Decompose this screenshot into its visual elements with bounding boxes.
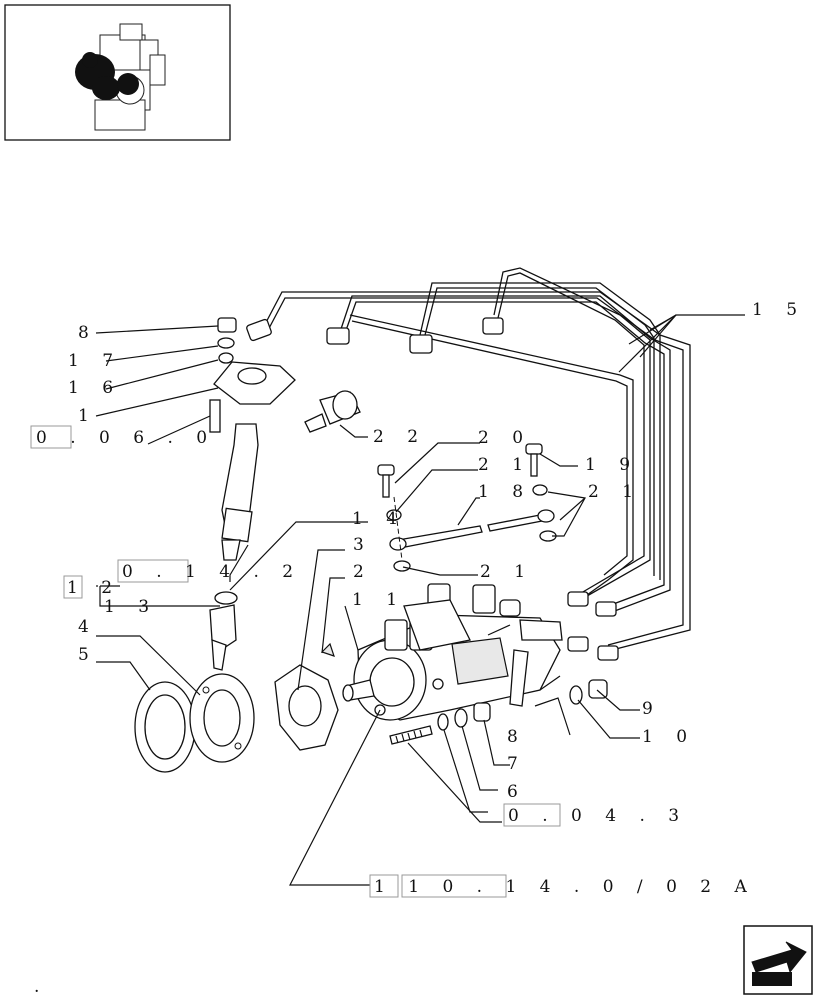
label-10: 1 0 [642, 727, 696, 747]
leader-lines [95, 314, 745, 886]
label-1: 1 [78, 406, 98, 426]
label-3: 3 [353, 535, 373, 555]
label-21-b: 2 1 [588, 482, 642, 502]
label-13: 1 3 [104, 597, 158, 617]
label-16: 1 6 [68, 378, 122, 398]
ref-0043: 0 . 0 4 . 3 [508, 806, 688, 826]
label-17: 1 7 [68, 351, 122, 371]
label-22: 2 2 [373, 427, 427, 447]
label-21-c: 2 1 [480, 562, 534, 582]
corner-dot: . [34, 977, 48, 997]
ref-box-014 [117, 559, 189, 583]
ref-box-11014-a [369, 874, 399, 898]
label-8-top: 8 [78, 323, 98, 343]
stud-and-nuts [389, 679, 608, 745]
ref-box-0043 [503, 803, 561, 827]
hidden-line-marks [534, 697, 571, 736]
ref-box-11014-b [401, 874, 507, 898]
ref-box-12 [63, 575, 83, 599]
pipe-fittings [246, 317, 619, 661]
label-4: 4 [78, 617, 98, 637]
label-15: 1 5 [752, 300, 806, 320]
solenoid-valve [304, 390, 361, 433]
label-21-a: 2 1 [478, 455, 532, 475]
pump-gasket [274, 642, 339, 751]
control-linkage [377, 443, 557, 572]
label-9: 9 [642, 699, 662, 719]
injector-assembly [134, 317, 296, 773]
label-18: 1 8 [478, 482, 532, 502]
label-5: 5 [78, 645, 98, 665]
injection-pipes [261, 267, 691, 651]
label-8-bottom: 8 [507, 727, 527, 747]
ref-014: 0 . 1 4 . 2 [122, 562, 302, 582]
ref-11014: 1 1 0 . 1 4 . 0 / 0 2 A [374, 877, 756, 897]
next-page-arrow-icon[interactable] [743, 925, 813, 995]
label-6: 6 [507, 782, 527, 802]
injection-pump [342, 583, 563, 721]
label-7: 7 [507, 754, 527, 774]
callout-labels: 8 1 7 1 6 1 0 . 0 6 . 0 2 2 2 0 2 1 1 9 … [30, 300, 806, 997]
engine-thumbnail-icon[interactable] [4, 4, 231, 141]
ref-box-0060 [30, 425, 72, 449]
label-12: 1 2 [67, 578, 121, 598]
label-20: 2 0 [478, 428, 532, 448]
label-19: 1 9 [585, 455, 639, 475]
label-11: 1 1 [352, 590, 406, 610]
label-14: 1 4 [352, 509, 406, 529]
label-2: 2 [353, 562, 373, 582]
ref-0060: 0 . 0 6 . 0 [36, 428, 216, 448]
group-bracket-12 [96, 585, 220, 607]
